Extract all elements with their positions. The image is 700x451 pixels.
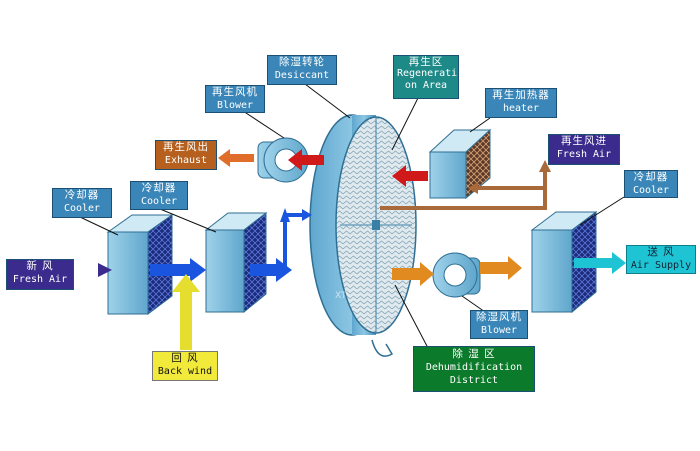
label-blower-bottom: 除湿风机 Blower	[470, 310, 528, 339]
label-desiccant-en: Desiccant	[274, 70, 330, 81]
label-regeneration-area-en: Regenerati on Area	[397, 68, 458, 91]
cooler-mid-unit	[204, 211, 268, 314]
label-desiccant: 除湿转轮 Desiccant	[267, 55, 337, 85]
label-heater-en: heater	[502, 103, 540, 114]
label-fresh-air-in: 新 风 Fresh Air	[6, 259, 74, 290]
label-fresh-air-regen-zh: 再生风进	[561, 135, 607, 147]
label-cooler-right-zh: 冷却器	[633, 171, 669, 183]
label-fresh-air-regen-en: Fresh Air	[556, 149, 612, 160]
label-cooler-mid-en: Cooler	[140, 196, 178, 207]
blower-bottom-unit	[432, 252, 481, 298]
label-fresh-air-in-en: Fresh Air	[12, 274, 68, 285]
label-cooler-left: 冷却器 Cooler	[52, 188, 112, 218]
label-air-supply-en: Air Supply	[630, 260, 692, 271]
label-heater: 再生加热器 heater	[485, 88, 557, 118]
label-cooler-left-zh: 冷却器	[64, 189, 100, 201]
desiccant-wheel	[309, 114, 417, 357]
label-back-wind: 回 风 Back wind	[152, 351, 218, 381]
label-dehumidification-en: Dehumidification District	[425, 362, 523, 386]
label-regeneration-area: 再生区 Regenerati on Area	[393, 55, 459, 99]
label-blower-top-zh: 再生风机	[212, 86, 258, 98]
watermark-text: XT	[335, 291, 347, 301]
label-cooler-left-en: Cooler	[63, 203, 101, 214]
label-back-wind-zh: 回 风	[171, 352, 199, 364]
flow-arrows	[98, 149, 626, 350]
label-regeneration-area-zh: 再生区	[408, 56, 444, 68]
label-dehumidification: 除 湿 区 Dehumidification District	[413, 346, 535, 392]
label-back-wind-en: Back wind	[157, 366, 213, 377]
label-exhaust-en: Exhaust	[164, 155, 208, 166]
label-fresh-air-in-zh: 新 风	[26, 260, 54, 272]
blower-top-unit	[257, 137, 309, 183]
label-cooler-mid: 冷却器 Cooler	[130, 181, 188, 210]
label-air-supply-zh: 送 风	[647, 246, 675, 258]
label-cooler-mid-zh: 冷却器	[141, 182, 177, 194]
label-blower-top: 再生风机 Blower	[205, 85, 265, 113]
label-heater-zh: 再生加热器	[492, 89, 550, 101]
label-exhaust-zh: 再生风出	[163, 141, 209, 153]
label-fresh-air-regen: 再生风进 Fresh Air	[548, 134, 620, 165]
heater-unit	[428, 128, 492, 200]
label-blower-top-en: Blower	[216, 100, 254, 111]
label-cooler-right: 冷却器 Cooler	[624, 170, 678, 198]
label-exhaust: 再生风出 Exhaust	[155, 140, 217, 170]
label-air-supply: 送 风 Air Supply	[626, 245, 696, 274]
label-blower-bottom-en: Blower	[480, 325, 518, 336]
label-blower-bottom-zh: 除湿风机	[476, 311, 522, 323]
label-desiccant-zh: 除湿转轮	[279, 56, 325, 68]
label-cooler-right-en: Cooler	[632, 185, 670, 196]
leader-lines	[79, 83, 625, 349]
label-dehumidification-zh: 除 湿 区	[452, 348, 496, 360]
